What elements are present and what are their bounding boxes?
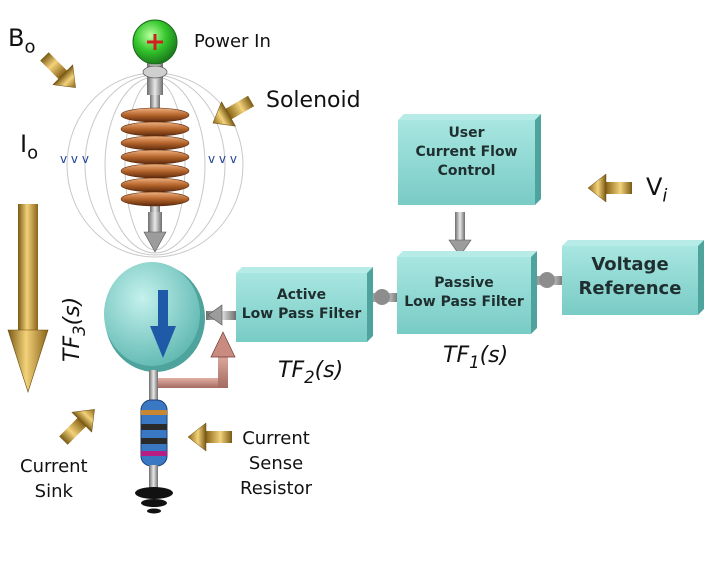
current-sink-label: Current Sink: [20, 456, 88, 503]
tf1-label: TF1(s): [443, 343, 509, 372]
block-voltage-reference: [562, 240, 704, 315]
tf2-label: TF2(s): [278, 358, 344, 387]
solenoid-coil: [120, 95, 190, 253]
b0-label: Bo: [8, 24, 36, 58]
user-control-text: User Current Flow Control: [415, 125, 518, 179]
active-filter-text: Active Low Pass Filter: [241, 287, 362, 322]
voltage-reference-text: Voltage Reference: [578, 254, 682, 300]
sense-feedback-path: [156, 331, 236, 388]
block-user-control: [398, 114, 541, 205]
current-sense-resistor-label: Current Sense Resistor: [240, 428, 312, 500]
resistor-pointer-arrow-icon: [187, 422, 232, 452]
sink-pointer-arrow-icon: [59, 409, 95, 445]
block-passive-filter: [397, 251, 537, 334]
current-sense-resistor: [140, 370, 168, 493]
current-direction-arrow-icon: [7, 204, 49, 393]
solenoid-label: Solenoid: [266, 88, 361, 113]
tf3-disc: [104, 262, 205, 372]
solenoid-pointer-arrow-icon: [212, 95, 255, 127]
flux-marks-right: v v v: [208, 152, 237, 166]
i0-label: Io: [20, 130, 39, 164]
passive-filter-text: Passive Low Pass Filter: [404, 275, 524, 310]
vi-label: Vi: [646, 173, 668, 207]
flux-marks-left: v v v: [60, 152, 89, 166]
bo-pointer-arrow-icon: [40, 52, 76, 88]
block-active-filter: [236, 267, 373, 342]
ground-symbol: [135, 487, 173, 514]
power-in-label: Power In: [194, 31, 271, 52]
power-terminal: [132, 19, 178, 95]
tf3-label: TF3(s): [60, 296, 89, 362]
vi-pointer-arrow-icon: [587, 173, 632, 203]
